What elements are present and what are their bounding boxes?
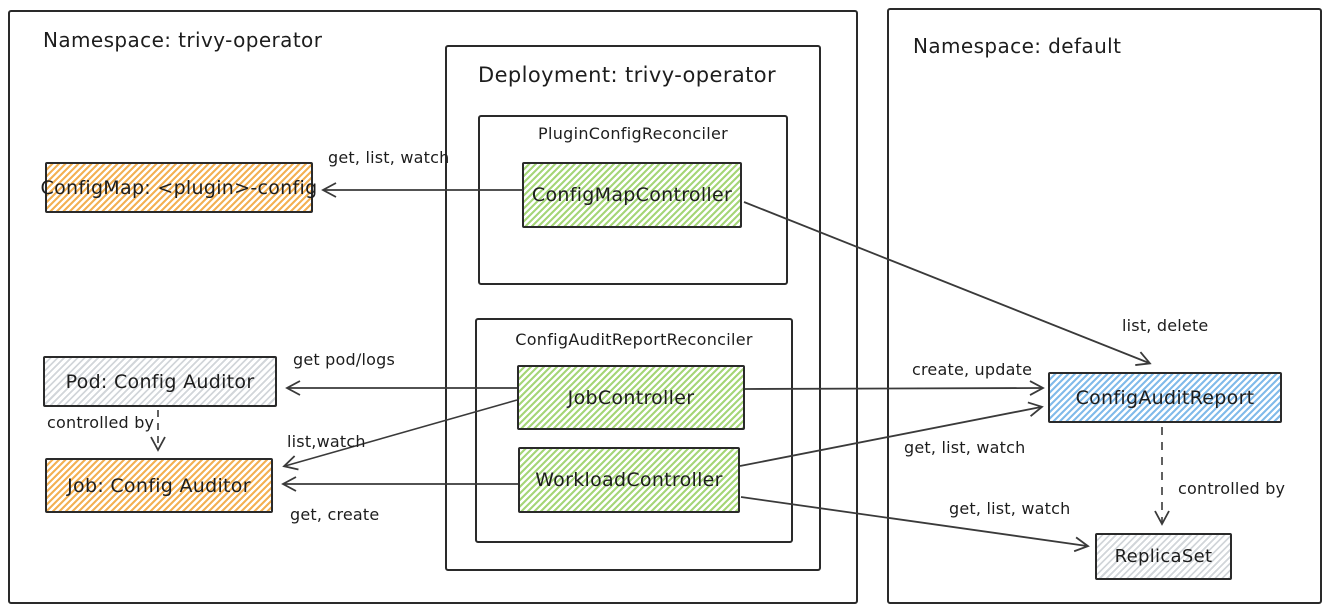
node-job-controller: JobController xyxy=(517,365,745,430)
deployment-trivy-operator-title: Deployment: trivy-operator xyxy=(478,63,777,87)
namespace-default-title: Namespace: default xyxy=(913,34,1122,58)
edge-label-list-watch: list,watch xyxy=(287,432,366,451)
edge-label-list-delete: list, delete xyxy=(1122,316,1209,335)
node-config-audit-report: ConfigAuditReport xyxy=(1048,372,1282,423)
node-pod-config-auditor: Pod: Config Auditor xyxy=(43,356,277,407)
node-configmap: ConfigMap: <plugin>-config xyxy=(41,162,317,213)
node-workload-controller: WorkloadController xyxy=(518,447,740,513)
edge-label-get-list-watch-configmap: get, list, watch xyxy=(328,148,450,167)
edge-label-get-create: get, create xyxy=(290,505,380,524)
plugin-config-reconciler-frame xyxy=(478,115,788,285)
plugin-config-reconciler-title: PluginConfigReconciler xyxy=(538,124,728,143)
edge-label-get-pod-logs: get pod/logs xyxy=(293,350,395,369)
edge-label-controlled-by-left: controlled by xyxy=(47,413,155,432)
edge-label-get-list-watch-replicaset: get, list, watch xyxy=(949,499,1071,518)
node-replica-set: ReplicaSet xyxy=(1095,533,1232,580)
config-audit-report-reconciler-title: ConfigAuditReportReconciler xyxy=(515,330,753,349)
edge-label-create-update: create, update xyxy=(912,360,1033,379)
node-configmap-controller: ConfigMapController xyxy=(522,162,742,228)
namespace-trivy-operator-title: Namespace: trivy-operator xyxy=(43,28,323,52)
node-job-config-auditor: Job: Config Auditor xyxy=(45,458,273,513)
edge-label-get-list-watch-configauditreport: get, list, watch xyxy=(904,438,1026,457)
edge-label-controlled-by-right: controlled by xyxy=(1178,479,1286,498)
